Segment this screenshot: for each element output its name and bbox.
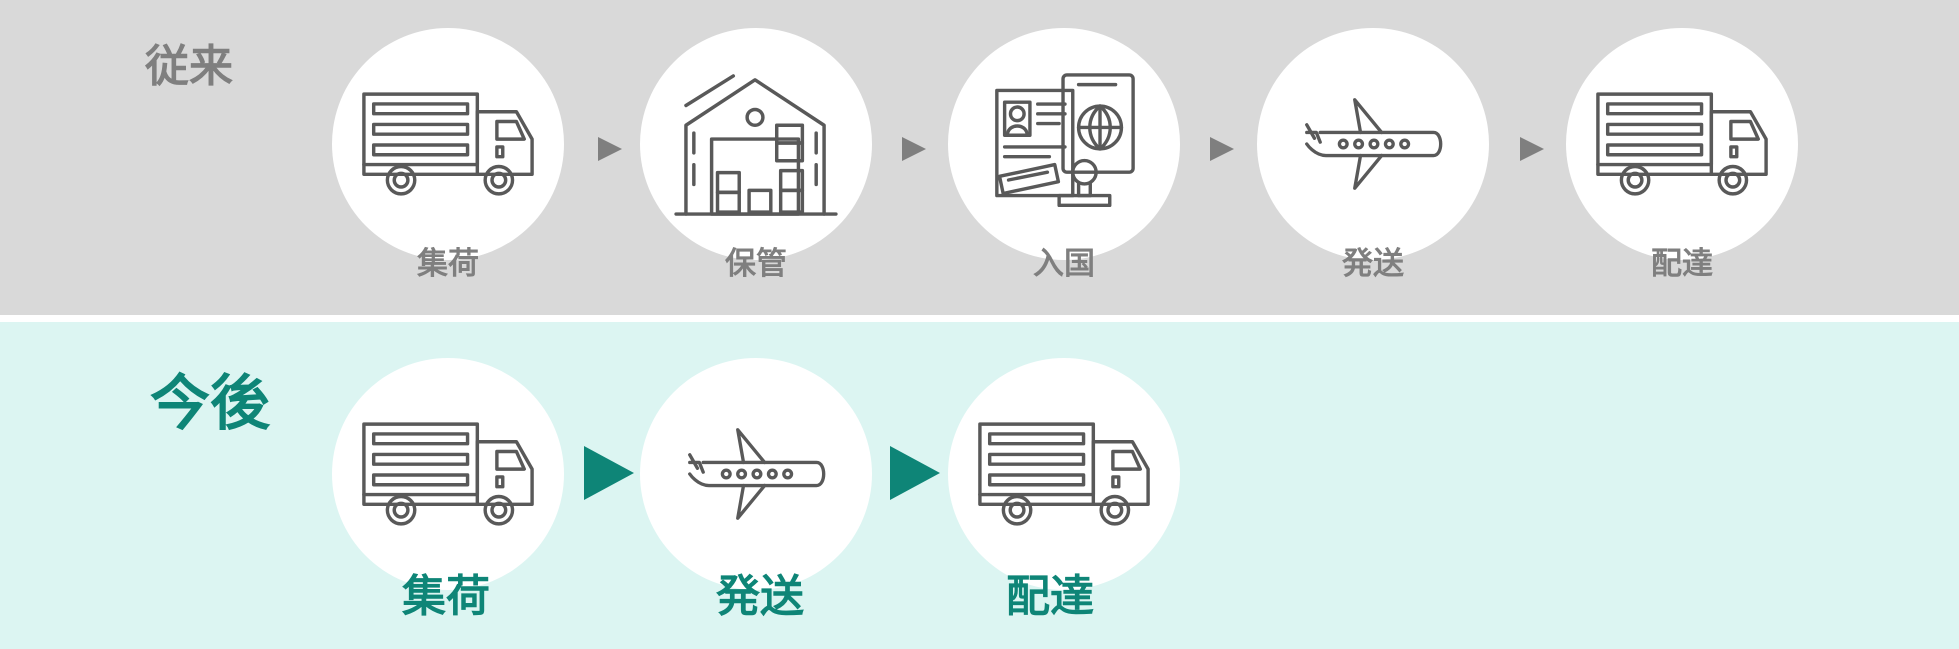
warehouse-icon <box>672 70 840 218</box>
airplane-icon <box>1300 96 1446 192</box>
conventional-step-2-label: 保管 <box>725 246 787 282</box>
truck-icon <box>976 420 1152 528</box>
truck-icon <box>360 90 536 198</box>
conventional-step-4-circle <box>1257 28 1489 260</box>
arrow-right-icon <box>1210 137 1234 161</box>
future-step-2-circle <box>640 358 872 590</box>
passport-stamp-icon <box>991 71 1137 217</box>
conventional-step-2-circle <box>640 28 872 260</box>
conventional-step-1-label: 集荷 <box>417 246 479 282</box>
airplane-icon <box>683 426 829 522</box>
arrow-right-icon <box>1520 137 1544 161</box>
conventional-step-3-label: 入国 <box>1033 246 1095 282</box>
conventional-step-5-label: 配達 <box>1651 246 1713 282</box>
arrow-right-icon <box>902 137 926 161</box>
future-step-3-label: 配達 <box>1006 571 1094 622</box>
arrow-right-icon <box>890 446 940 500</box>
future-step-3-circle <box>948 358 1180 590</box>
conventional-step-4-label: 発送 <box>1342 246 1404 282</box>
truck-icon <box>1594 90 1770 198</box>
conventional-heading: 従来 <box>145 41 233 92</box>
arrow-right-icon <box>598 137 622 161</box>
future-step-1-circle <box>332 358 564 590</box>
arrow-right-icon <box>584 446 634 500</box>
future-step-1-label: 集荷 <box>402 571 490 622</box>
conventional-step-3-circle <box>948 28 1180 260</box>
conventional-step-5-circle <box>1566 28 1798 260</box>
conventional-step-1-circle <box>332 28 564 260</box>
truck-icon <box>360 420 536 528</box>
future-heading: 今後 <box>150 369 270 439</box>
future-step-2-label: 発送 <box>716 571 804 622</box>
